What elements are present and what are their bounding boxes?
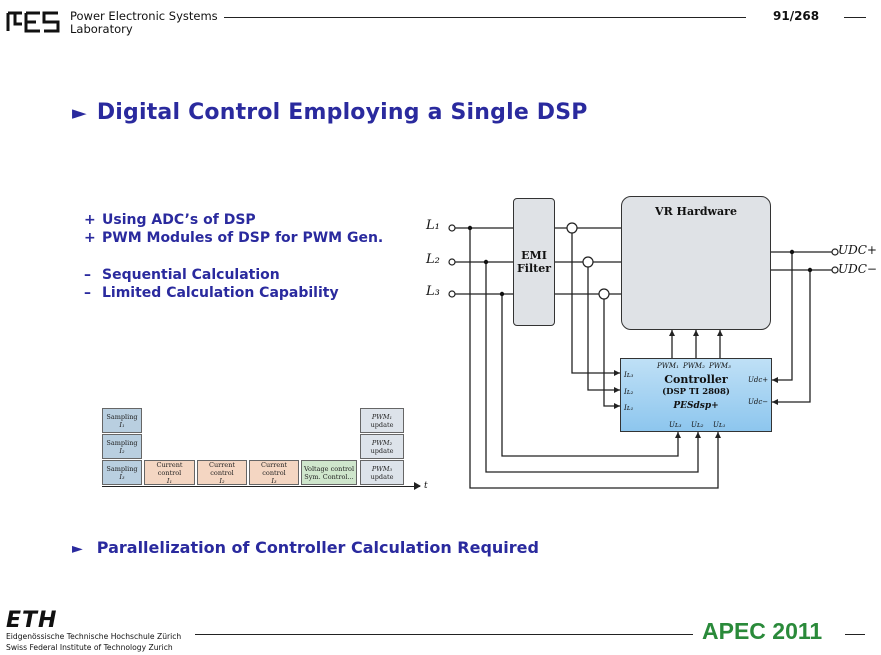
list-item: +PWM Modules of DSP for PWM Gen. <box>84 229 384 246</box>
current-input-label: Iʟ₁ <box>624 404 634 412</box>
footer-rule <box>195 634 693 635</box>
triangle-bullet-icon: ► <box>72 102 87 124</box>
time-axis-label: t <box>424 481 428 491</box>
list-item: –Sequential Calculation <box>84 267 280 283</box>
pes-logo <box>6 11 60 33</box>
phase-l3-label: L₃ <box>426 284 440 299</box>
lab-name: Power Electronic Systems Laboratory <box>70 9 218 36</box>
time-axis <box>102 486 420 487</box>
list-item: +Using ADC’s of DSP <box>84 212 256 228</box>
pwm2-label: PWM₂ <box>683 362 705 370</box>
page-number: 91/268 <box>773 9 820 23</box>
output-udc-minus-label: UDC− <box>838 262 877 276</box>
apec-logo: APEC 2011 <box>702 618 823 644</box>
header-rule-right <box>844 17 866 18</box>
bottom-statement: ►Parallelization of Controller Calculati… <box>72 538 539 557</box>
voltage-input-label: Uʟ₃ <box>669 421 682 429</box>
slide-title: ►Digital Control Employing a Single DSP <box>72 100 588 125</box>
voltage-input-label: Uʟ₂ <box>691 421 704 429</box>
bullet-list: +Using ADC’s of DSP +PWM Modules of DSP … <box>84 212 383 302</box>
output-udc-plus-label: UDC+ <box>838 243 877 257</box>
phase-l2-label: L₂ <box>426 252 440 267</box>
triangle-bullet-icon: ► <box>72 541 83 557</box>
phase-l1-label: L₁ <box>426 218 440 233</box>
pwm3-label: PWM₃ <box>709 362 731 370</box>
dc-input-label: Udc+ <box>748 376 769 384</box>
controller-block: Controller (DSP TI 2808) PESdsp+ PWM₁ PW… <box>620 358 772 432</box>
footer-rule-right <box>845 634 865 635</box>
vr-hardware-block: VR Hardware <box>621 196 771 330</box>
dc-input-label: Udc− <box>748 398 769 406</box>
list-item: –Limited Calculation Capability <box>84 284 339 301</box>
header-rule <box>224 17 746 18</box>
pwm1-label: PWM₁ <box>657 362 679 370</box>
voltage-input-label: Uʟ₁ <box>713 421 726 429</box>
current-input-label: Iʟ₂ <box>624 388 634 396</box>
time-axis-arrow-icon <box>414 482 421 490</box>
eth-name-english: Swiss Federal Institute of Technology Zu… <box>6 643 173 652</box>
current-input-label: Iʟ₃ <box>624 371 634 379</box>
eth-logo: ETH <box>6 608 58 633</box>
eth-name-german: Eidgenössische Technische Hochschule Zür… <box>6 632 182 641</box>
